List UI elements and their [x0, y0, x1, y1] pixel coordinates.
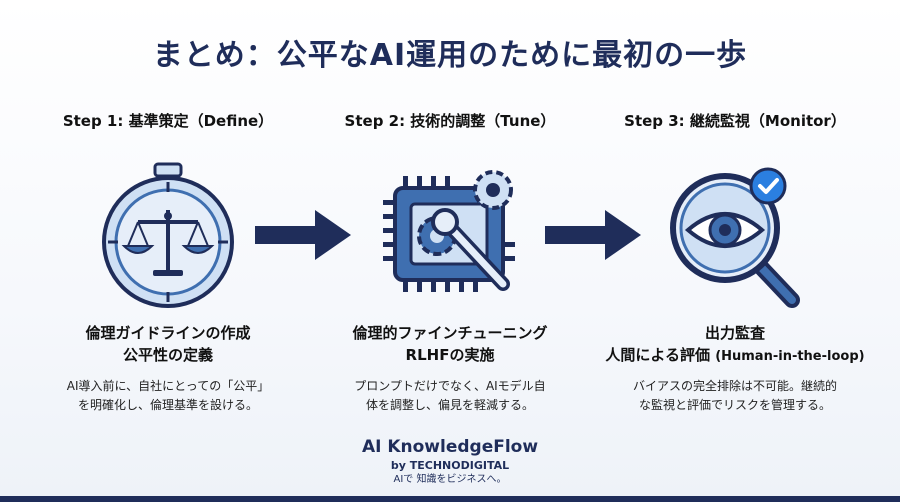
step-2-description: プロンプトだけでなく、AIモデル自 体を調整し、偏見を軽減する。 — [300, 377, 600, 415]
step-3-title: 出力監査 人間による評価 (Human-in-the-loop) — [585, 322, 885, 368]
step-3-line2-paren: (Human-in-the-loop) — [715, 349, 865, 364]
step-3-heading: Step 3: 継続監視（Monitor） — [624, 112, 846, 130]
step-2-heading: Step 2: 技術的調整（Tune） — [344, 112, 556, 130]
step-2-desc-line2: 体を調整し、偏見を軽減する。 — [365, 398, 534, 412]
step-2-line2: RLHFの実施 — [405, 346, 495, 364]
step-3-desc-line2: な監視と評価でリスクを管理する。 — [638, 398, 831, 412]
step-3-line1: 出力監査 — [704, 324, 765, 342]
step-1-line1: 倫理ガイドラインの作成 — [85, 324, 251, 342]
step-1-desc-line2: を明確化し、倫理基準を設ける。 — [77, 398, 258, 412]
page-title: まとめ：公平なAI運用のために最初の一歩 — [152, 38, 748, 73]
step-1-heading: Step 1: 基準策定（Define） — [62, 112, 274, 130]
step-2-title: 倫理的ファインチューニング RLHFの実施 — [300, 322, 600, 366]
arrow-right-icon — [255, 210, 351, 260]
bottom-bar — [0, 496, 900, 502]
step-1-line2: 公平性の定義 — [122, 346, 213, 364]
arrow-right-icon — [545, 210, 641, 260]
step-3-desc-line1: バイアスの完全排除は不可能。継続的 — [632, 379, 837, 393]
step-1-description: AI導入前に、自社にとっての「公平」 を明確化し、倫理基準を設ける。 — [18, 377, 318, 415]
step-2-desc-line1: プロンプトだけでなく、AIモデル自 — [354, 379, 546, 393]
step-1-title: 倫理ガイドラインの作成 公平性の定義 — [18, 322, 318, 366]
brand-name: AI KnowledgeFlow — [361, 437, 539, 457]
chip-gear-wrench-icon — [383, 170, 515, 292]
magnifier-eye-check-icon — [670, 167, 800, 308]
step-3-description: バイアスの完全排除は不可能。継続的 な監視と評価でリスクを管理する。 — [585, 377, 885, 415]
scales-compass-icon — [102, 162, 234, 308]
brand-logo: AI KnowledgeFlow by TECHNODIGITAL AIで 知識… — [0, 436, 900, 487]
step-1-desc-line1: AI導入前に、自社にとっての「公平」 — [66, 379, 270, 393]
step-2-line1: 倫理的ファインチューニング — [352, 324, 548, 342]
step-3-line2: 人間による評価 (Human-in-the-loop) — [585, 344, 885, 368]
brand-tagline: AIで 知識をビジネスへ。 — [393, 474, 507, 485]
step-3-line2-main: 人間による評価 — [605, 346, 710, 364]
brand-by: by TECHNODIGITAL — [390, 459, 510, 472]
